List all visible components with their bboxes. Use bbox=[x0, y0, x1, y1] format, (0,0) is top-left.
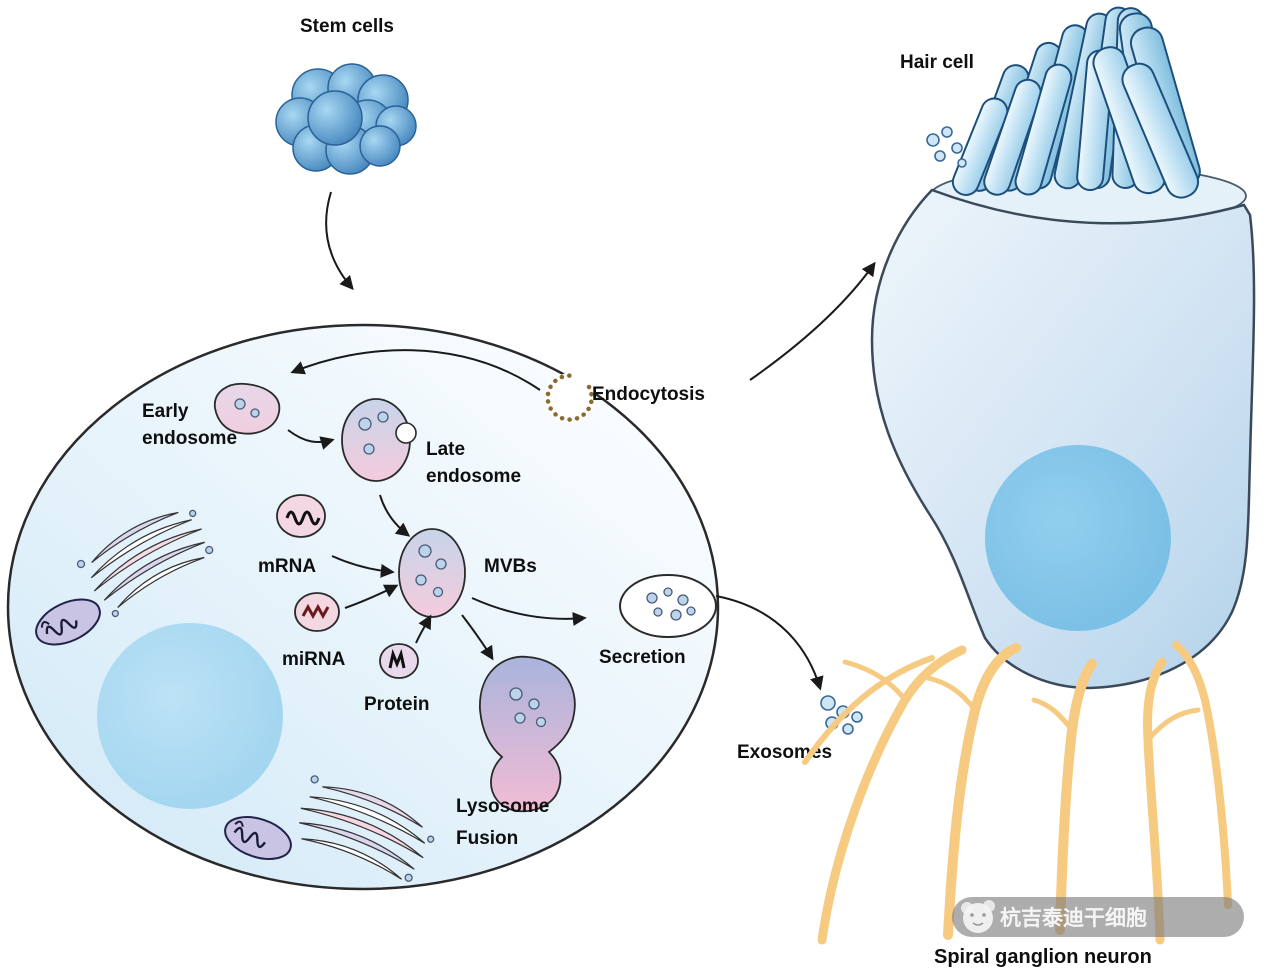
arrow-mirna-to-mvb bbox=[344, 584, 399, 609]
watermark: 杭吉泰迪干细胞 bbox=[952, 897, 1244, 937]
secretion-label: Secretion bbox=[599, 647, 686, 668]
protein-vesicle bbox=[379, 643, 419, 679]
mrna-label: mRNA bbox=[258, 556, 316, 577]
neuron-fibers bbox=[802, 641, 1232, 945]
mvb bbox=[398, 528, 466, 618]
lysosome-fusion-label-line2: Fusion bbox=[456, 828, 518, 849]
protein-label: Protein bbox=[364, 694, 429, 715]
arrow-stemcells-to-cell bbox=[325, 191, 354, 291]
arrow-mvb-to-secretion bbox=[471, 597, 587, 626]
stem-cell-cluster bbox=[275, 63, 417, 175]
arrow-mvb-to-lysosome bbox=[461, 614, 494, 661]
hair-cell-nucleus bbox=[985, 445, 1171, 631]
mitochondrion-left bbox=[35, 598, 101, 646]
mvbs-label: MVBs bbox=[484, 556, 537, 577]
arrow-mrna-to-mvb bbox=[331, 555, 395, 578]
arrow-to-hair-cell bbox=[749, 261, 876, 381]
mirna-hairpin-icon bbox=[301, 603, 330, 620]
late-endosome-label-line2: endosome bbox=[426, 466, 521, 487]
mirna-vesicle bbox=[294, 592, 340, 632]
stem-cells-label: Stem cells bbox=[300, 16, 394, 37]
mitochondrion-bottom bbox=[224, 816, 292, 860]
golgi-stack-lower bbox=[299, 775, 435, 882]
mrna-squiggle-icon bbox=[285, 510, 321, 526]
spiral-ganglion-neuron-label: Spiral ganglion neuron bbox=[934, 946, 1152, 968]
mirna-label: miRNA bbox=[282, 649, 346, 670]
golgi-stack-upper bbox=[76, 509, 214, 618]
arrow-late-endosome-to-mvb bbox=[379, 494, 411, 537]
early-endosome-label-line2: endosome bbox=[142, 428, 237, 449]
arrow-endocytosis-to-early-endosome bbox=[290, 349, 541, 391]
exosomes-at-hair-cell bbox=[926, 126, 967, 168]
lysosome bbox=[479, 655, 576, 813]
early-endosome-label-line1: Early bbox=[142, 401, 189, 422]
arrow-protein-to-mvb bbox=[415, 614, 432, 644]
watermark-text: 杭吉泰迪干细胞 bbox=[1000, 906, 1147, 930]
mrna-vesicle bbox=[276, 494, 326, 538]
endocytosis-pit bbox=[545, 373, 595, 423]
late-endosome bbox=[341, 398, 417, 482]
arrow-secretion-to-exosomes bbox=[715, 595, 824, 691]
stereocilia-bundle bbox=[951, 6, 1201, 199]
teddy-logo-icon bbox=[961, 900, 995, 933]
lysosome-fusion-label-line1: Lysosome bbox=[456, 796, 549, 817]
nucleus bbox=[97, 623, 283, 809]
late-endosome-label-line1: Late bbox=[426, 439, 465, 460]
protein-scribble-icon bbox=[388, 648, 406, 669]
hair-cell-label: Hair cell bbox=[900, 52, 974, 73]
endocytosis-label: Endocytosis bbox=[592, 384, 705, 405]
arrow-early-to-late-endosome bbox=[287, 429, 335, 450]
secretion-pocket bbox=[619, 574, 717, 638]
early-endosome bbox=[214, 382, 281, 435]
